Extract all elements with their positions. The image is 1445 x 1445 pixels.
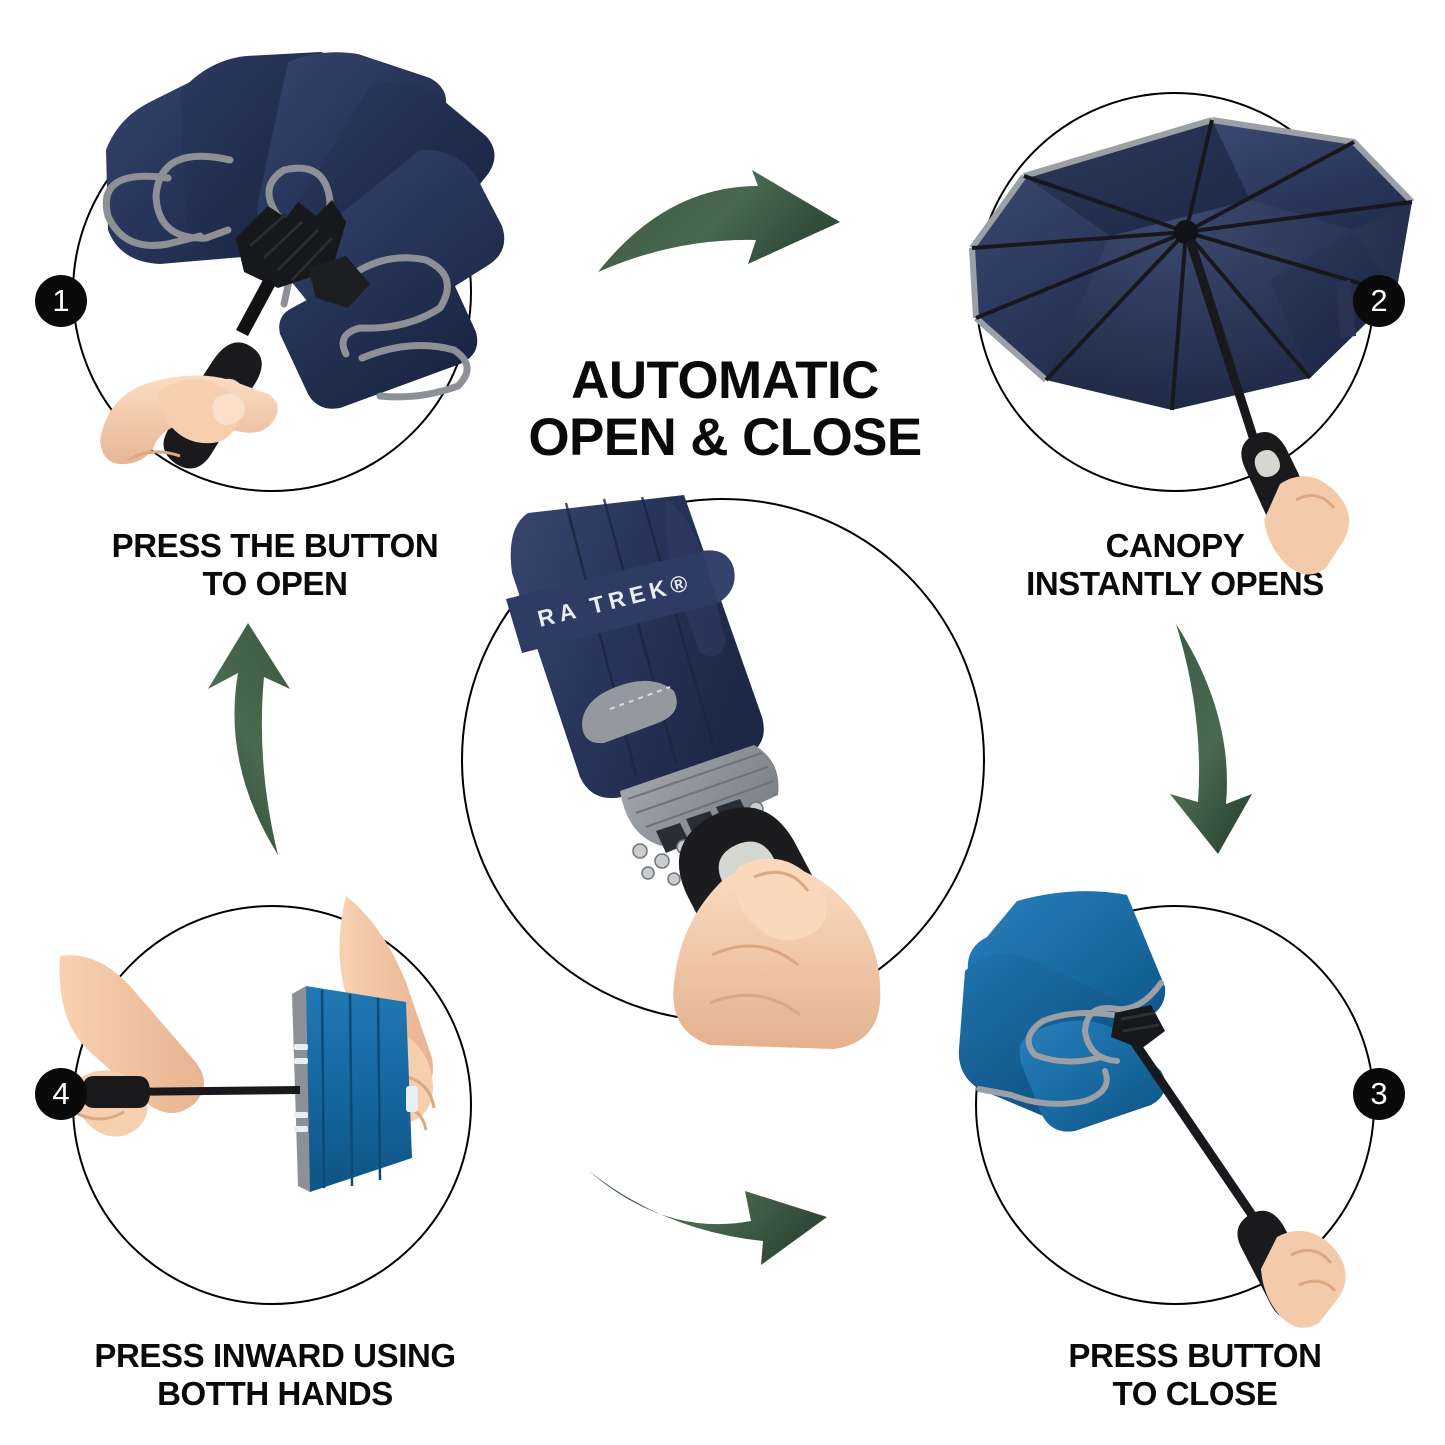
handle-and-hand — [1241, 432, 1350, 575]
step-4-caption-line1: PRESS INWARD USING — [94, 1337, 456, 1374]
step-2-caption-line1: CANOPY — [1105, 527, 1245, 564]
step-1-caption-line1: PRESS THE BUTTON — [111, 527, 439, 564]
arrow-step3-to-step4 — [565, 1145, 835, 1265]
rib-mechanism — [1111, 1005, 1165, 1049]
step-2-caption: CANOPY INSTANTLY OPENS — [935, 527, 1415, 604]
step-4-photo — [59, 890, 490, 1320]
umbrella-ribs-mechanism — [236, 200, 370, 308]
step-2-photo — [950, 80, 1420, 575]
reflective-trim — [102, 152, 471, 401]
canopy-ribs — [971, 119, 1413, 411]
hand-holding-handle — [100, 375, 278, 465]
step-1-photo — [40, 40, 510, 510]
step-2-caption-line2: INSTANTLY OPENS — [1026, 565, 1324, 603]
shaft — [119, 1086, 301, 1096]
step-3-caption: PRESS BUTTON TO CLOSE — [960, 1337, 1430, 1414]
handle — [82, 1076, 150, 1108]
step-2-badge: 2 — [1353, 275, 1405, 327]
canopy-hub — [1174, 220, 1198, 244]
step-4-caption-line2: BOTTH HANDS — [157, 1375, 393, 1413]
step-3-caption-line2: TO CLOSE — [1112, 1375, 1278, 1413]
grey-reflective-section — [582, 680, 779, 847]
step-1-caption: PRESS THE BUTTON TO OPEN — [30, 527, 520, 604]
reflective-trim — [976, 980, 1164, 1107]
title-line-2: OPEN & CLOSE — [528, 408, 922, 468]
arrow-step2-to-step3 — [1140, 618, 1310, 858]
step-3-badge: 3 — [1353, 1068, 1405, 1120]
step-4-caption: PRESS INWARD USING BOTTH HANDS — [20, 1337, 530, 1414]
step-1-caption-line2: TO OPEN — [202, 565, 348, 603]
arrow-step4-to-step1 — [160, 615, 330, 860]
open-canopy — [972, 120, 1412, 410]
step-3-caption-line1: PRESS BUTTON — [1068, 1337, 1322, 1374]
step-1-badge: 1 — [35, 275, 87, 327]
thumb — [734, 858, 827, 941]
folded-umbrella-body — [510, 495, 764, 799]
canopy-label — [1336, 280, 1356, 338]
reflective-edge — [292, 986, 310, 1192]
page-title: AUTOMATIC OPEN & CLOSE — [460, 351, 990, 468]
step-3-photo — [955, 885, 1395, 1328]
step-4-badge: 4 — [35, 1068, 87, 1120]
folded-canopy — [292, 986, 418, 1192]
arrow-step1-to-step2 — [596, 168, 866, 288]
telescopic-shaft — [1131, 1040, 1271, 1240]
handle-and-hand — [1237, 1210, 1346, 1328]
hand-gripping-handle — [673, 858, 881, 1049]
center-photo: RA TREK® — [470, 495, 990, 1049]
title-line-1: AUTOMATIC — [571, 351, 879, 410]
